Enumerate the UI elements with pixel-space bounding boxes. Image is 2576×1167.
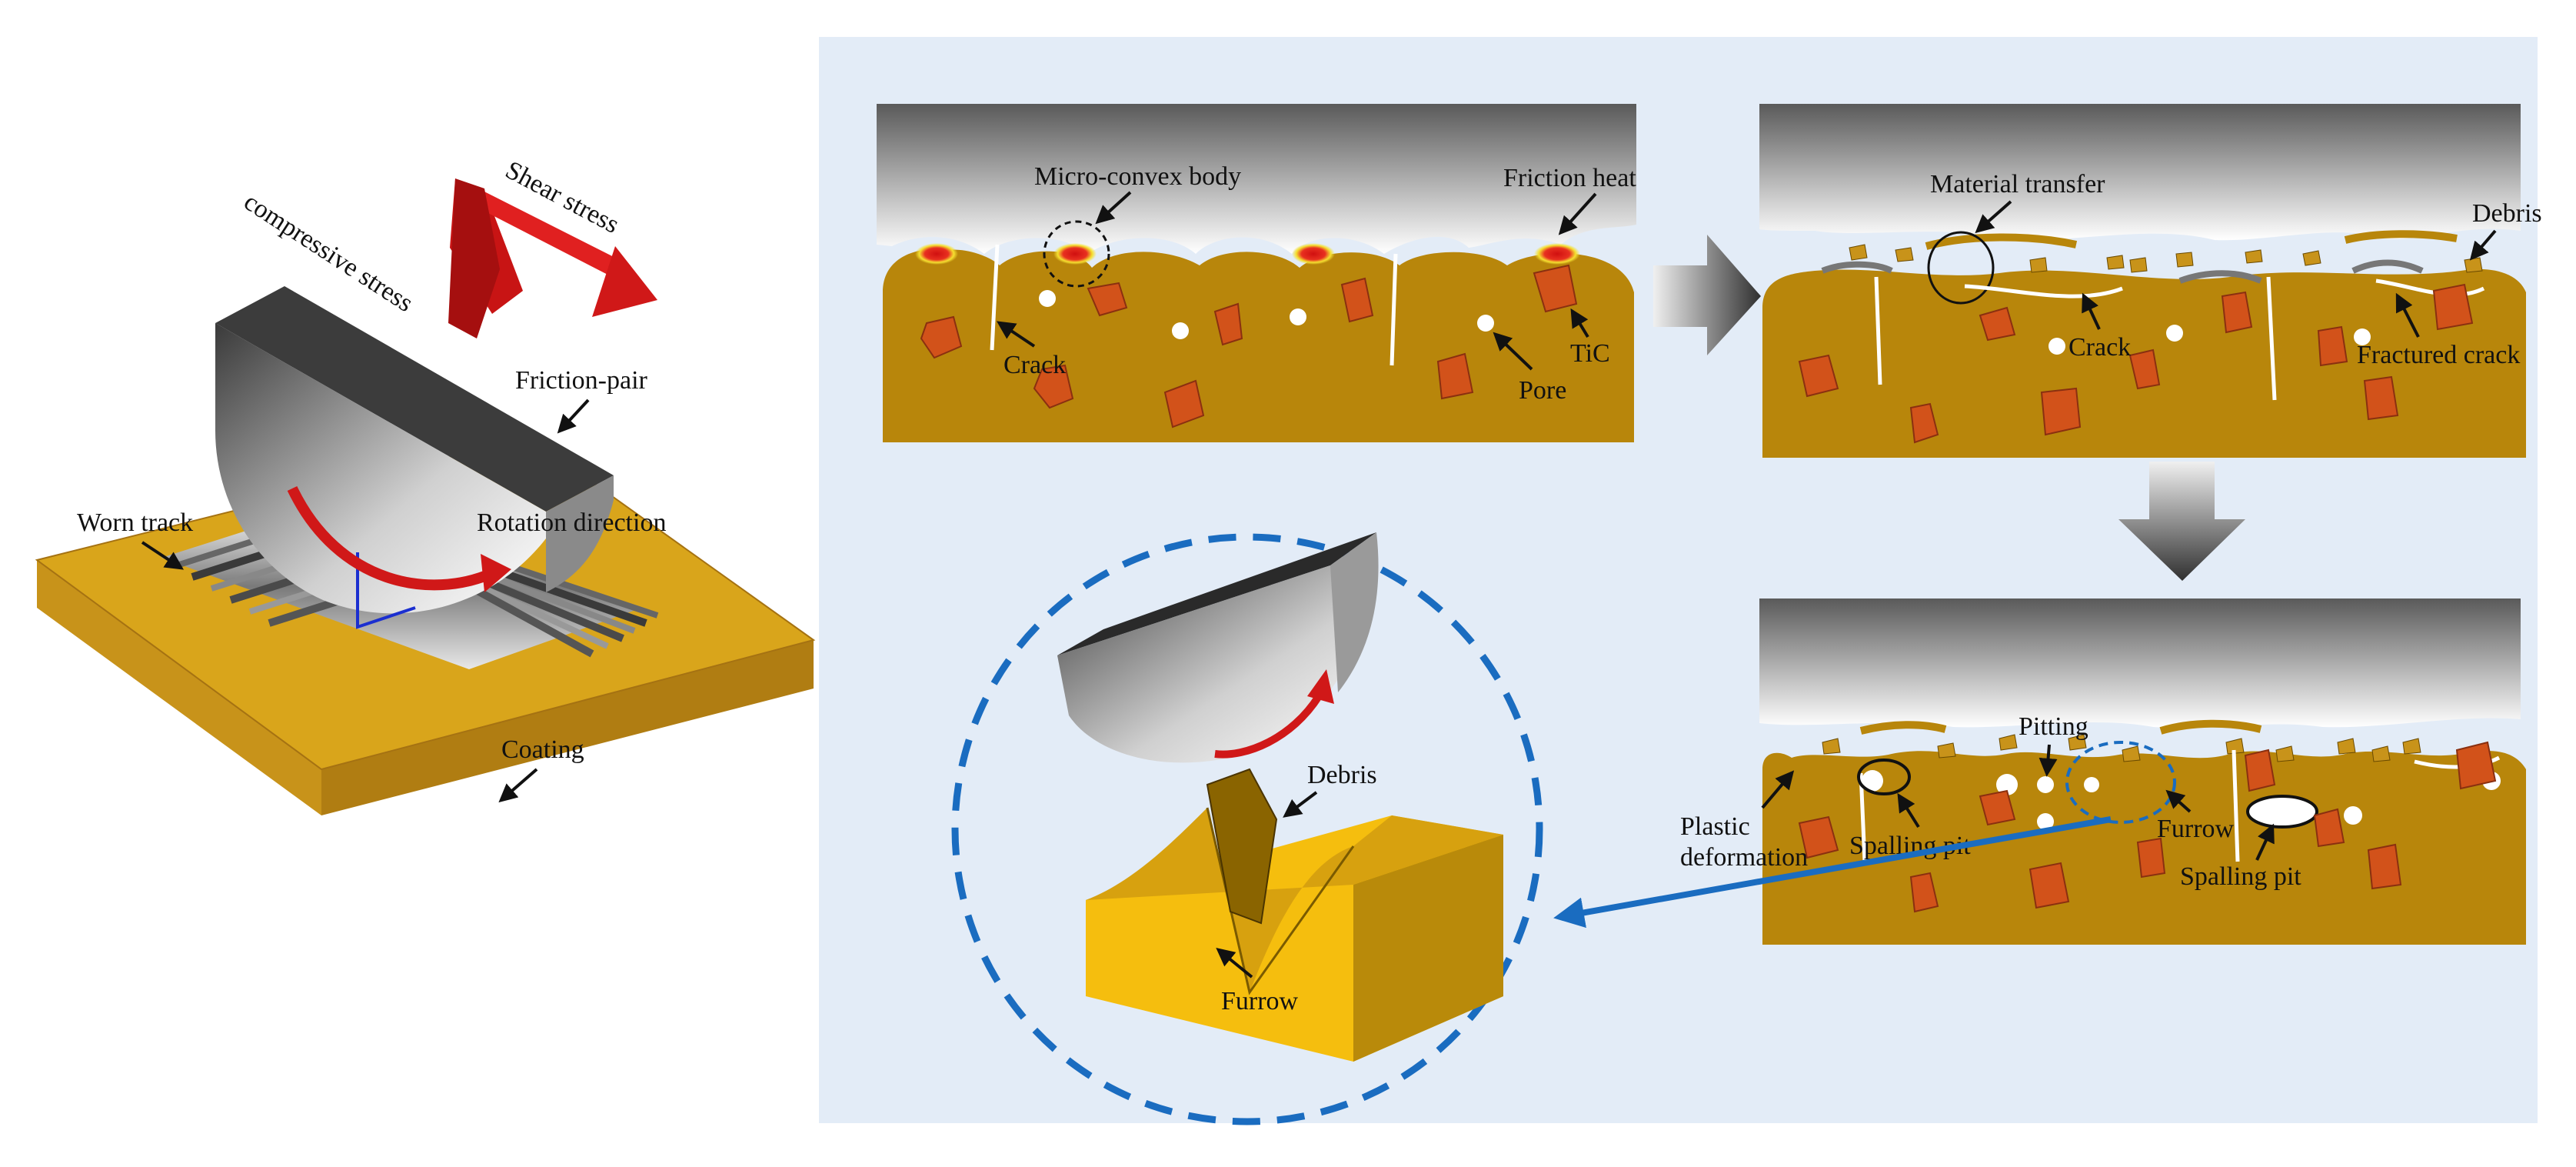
crack-label-1: Crack <box>1003 351 1066 379</box>
stage-2-panel: Material transfer Debris Crack Fractured… <box>1759 104 2542 458</box>
pore-label: Pore <box>1519 376 1566 405</box>
friction-pair-pointer <box>557 398 590 434</box>
axis-lines <box>356 552 416 629</box>
left-3d-panel: Shear stress compressive stress Friction… <box>35 155 816 815</box>
fractured-crack-label: Fractured crack <box>2357 341 2520 369</box>
worn-track-label: Worn track <box>77 508 193 537</box>
tic-label: TiC <box>1570 339 1610 368</box>
coating-label: Coating <box>501 735 584 764</box>
transition-arrow-right <box>1653 235 1761 355</box>
material-transfer-label: Material transfer <box>1930 170 2105 198</box>
friction-pair-label: Friction-pair <box>515 366 648 395</box>
zoom-debris <box>1206 768 1278 925</box>
stage-3-panel: Pitting Plastic deformation Spalling pit… <box>1680 599 2526 945</box>
rotation-direction-label: Rotation direction <box>477 508 666 537</box>
rotation-arrow <box>287 485 494 591</box>
furrow-label-panel: Furrow <box>2157 815 2235 843</box>
coating-pointer <box>498 768 538 803</box>
stress-arrow <box>448 178 657 338</box>
zoom-furrow-label: Furrow <box>1221 987 1299 1015</box>
debris-label-top: Debris <box>2472 199 2542 228</box>
spalling-pit-label-2: Spalling pit <box>2180 862 2301 891</box>
coating-block-front <box>37 560 321 815</box>
transition-arrow-down <box>2118 462 2245 581</box>
friction-heat-label: Friction heat <box>1503 164 1636 192</box>
friction-pair <box>215 286 614 614</box>
crack-label-2: Crack <box>2068 333 2131 362</box>
coating-block-side <box>321 640 814 815</box>
deformation-label: deformation <box>1680 843 1808 872</box>
zoom-debris-label: Debris <box>1307 761 1377 789</box>
pitting-label: Pitting <box>2019 712 2088 741</box>
stage-1-panel: Micro-convex body Friction heat Crack Ti… <box>877 104 1636 442</box>
zoom-circle: Debris Furrow <box>951 532 1543 1125</box>
micro-convex-body-label: Micro-convex body <box>1034 162 1241 191</box>
worn-track-pointer <box>141 541 185 570</box>
plastic-label: Plastic <box>1680 812 1750 841</box>
zoom-arrow <box>1553 816 2112 929</box>
